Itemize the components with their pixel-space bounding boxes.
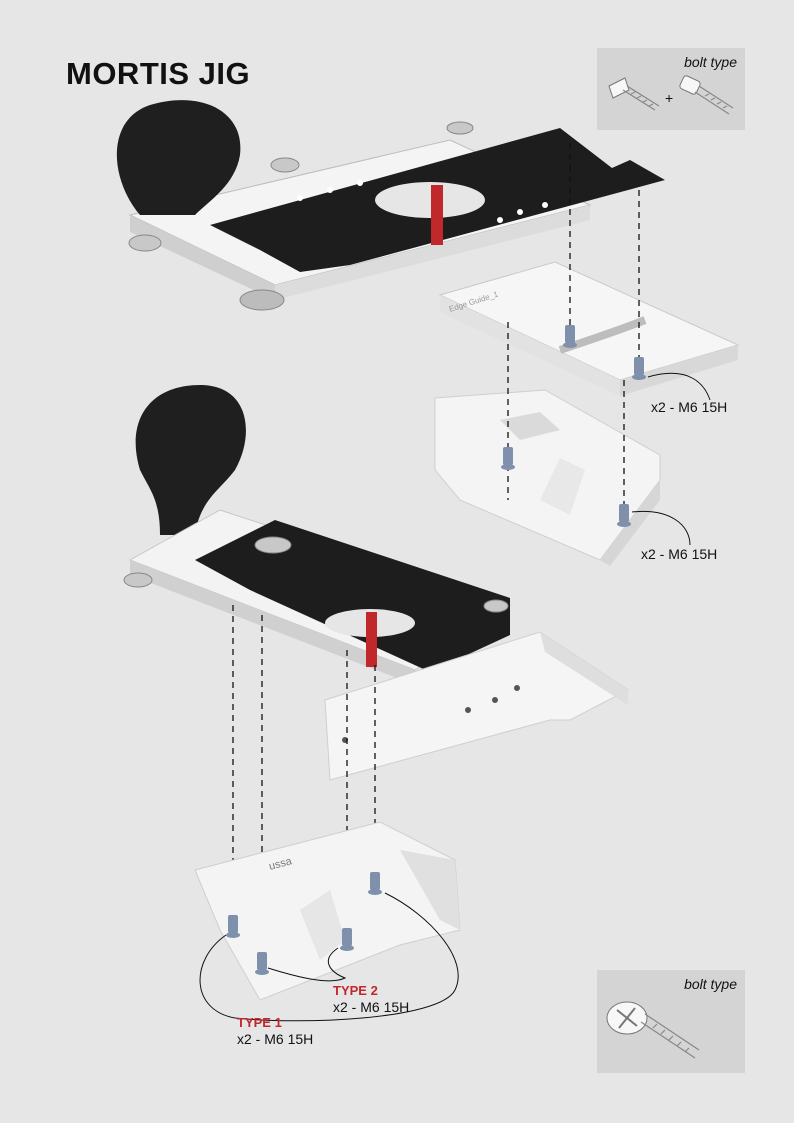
plus-sign: + <box>665 90 673 106</box>
cap-head-bolt-icon <box>679 75 734 115</box>
leader-line-type1 <box>199 892 459 1022</box>
callout-upper-plate: x2 - M6 15H <box>651 399 728 415</box>
type2-spec: x2 - M6 15H <box>333 999 410 1015</box>
type2-label: TYPE 2 <box>333 983 378 998</box>
lower-bolts <box>226 872 382 975</box>
page-title: MORTIS JIG <box>66 56 251 91</box>
socket-bolt-icons: + <box>608 75 734 115</box>
upper-bolts <box>501 325 646 527</box>
leader-line-type2 <box>267 947 347 982</box>
edge-guide-plate: Edge Guide_1 <box>438 261 740 396</box>
lower-holder: ussa <box>194 821 461 1001</box>
upper-holder <box>434 389 661 566</box>
type1-label: TYPE 1 <box>237 1015 282 1030</box>
bolt-type-label: bolt type <box>684 54 737 70</box>
type1-spec: x2 - M6 15H <box>237 1031 314 1047</box>
guide-lines-top <box>507 143 640 510</box>
callout-upper-holder: x2 - M6 15H <box>641 546 718 562</box>
top-jig-assembly <box>116 100 665 311</box>
phillips-bolt-icon <box>606 1001 700 1059</box>
leader-line-1 <box>647 372 711 401</box>
middle-holder <box>324 631 629 781</box>
leader-line-2 <box>631 510 691 546</box>
bolt-type-label-bottom: bolt type <box>684 976 737 992</box>
middle-jig-assembly <box>123 385 512 685</box>
bolt-type-panel-bottom: bolt type <box>597 970 745 1073</box>
countersunk-bolt-icon <box>608 77 660 111</box>
bolt-type-panel-top: bolt type + <box>597 48 745 130</box>
